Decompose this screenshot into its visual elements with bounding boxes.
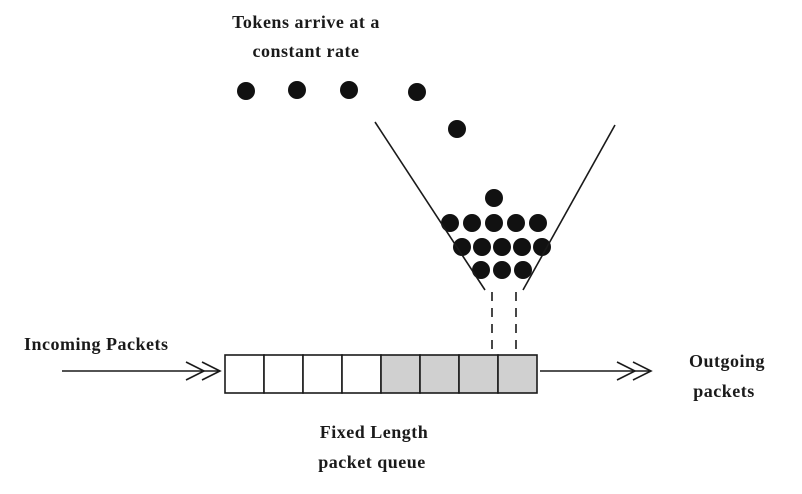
queue-cell — [263, 354, 304, 394]
token-dot — [473, 238, 491, 256]
queue-caption-line1: Fixed Length — [320, 422, 429, 442]
token-dot — [237, 82, 255, 100]
outgoing-arrow — [540, 361, 653, 381]
token-dot — [340, 81, 358, 99]
funnel-right-wall — [522, 124, 616, 291]
token-dot — [463, 214, 481, 232]
funnel-left-wall — [374, 121, 486, 291]
queue-cell — [497, 354, 538, 394]
outgoing-packets-label: Outgoing packets — [689, 351, 765, 401]
falling-token — [448, 120, 466, 138]
queue-caption-line2: packet queue — [318, 452, 426, 472]
token-dot — [533, 238, 551, 256]
queue-cell — [224, 354, 265, 394]
token-dot — [485, 214, 503, 232]
tokens-arrive-label-line2: constant rate — [253, 41, 360, 61]
queue-cell — [419, 354, 460, 394]
packet-queue — [224, 354, 538, 394]
token-dot — [408, 83, 426, 101]
queue-caption: Fixed Length packet queue — [318, 422, 428, 472]
token-dot — [514, 261, 532, 279]
outgoing-arrowhead-icon — [632, 361, 653, 381]
token-dot — [507, 214, 525, 232]
outgoing-arrowhead2-icon — [616, 361, 637, 381]
incoming-packets-label: Incoming Packets — [24, 334, 169, 354]
incoming-arrow — [62, 361, 222, 381]
token-dot — [529, 214, 547, 232]
token-dot — [441, 214, 459, 232]
queue-cell — [341, 354, 382, 394]
tokens-arrive-label-line1: Tokens arrive at a — [232, 12, 380, 32]
token-drop-path — [491, 292, 517, 353]
token-dot — [288, 81, 306, 99]
incoming-arrowhead2-icon — [185, 361, 206, 381]
bucket-tokens — [441, 189, 551, 279]
token-dot — [485, 189, 503, 207]
token-dot — [448, 120, 466, 138]
funnel — [374, 121, 616, 291]
token-dot — [453, 238, 471, 256]
outgoing-label-line1: Outgoing — [689, 351, 765, 371]
queue-cell — [302, 354, 343, 394]
queue-cell — [458, 354, 499, 394]
arriving-tokens — [237, 81, 426, 101]
incoming-arrowhead-icon — [201, 361, 222, 381]
tokens-arrive-label: Tokens arrive at a constant rate — [232, 12, 380, 61]
token-dot — [513, 238, 531, 256]
queue-cell — [380, 354, 421, 394]
token-dot — [472, 261, 490, 279]
outgoing-label-line2: packets — [693, 381, 755, 401]
token-dot — [493, 238, 511, 256]
token-dot — [493, 261, 511, 279]
